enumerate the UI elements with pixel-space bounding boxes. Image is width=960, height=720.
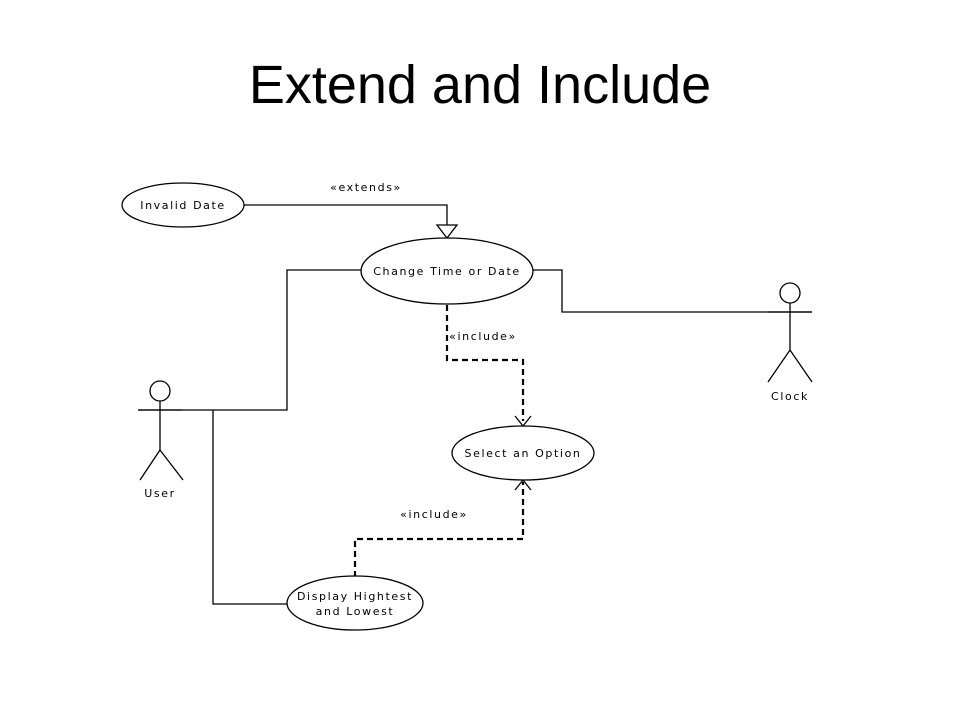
clock-actor-label: Clock — [771, 390, 809, 403]
display-label-line-2: and Lowest — [316, 605, 395, 618]
use-case-display-hightest-and-lowest — [286, 575, 424, 631]
extends-label: «extends» — [330, 181, 402, 194]
extends-relationship — [244, 204, 459, 240]
include-label-upper: «include» — [449, 330, 517, 343]
include-relationship-upper — [445, 305, 532, 428]
change-time-or-date-label: Change Time or Date — [373, 265, 520, 278]
user-actor-label: User — [144, 487, 175, 500]
invalid-date-label: Invalid Date — [140, 199, 226, 212]
include-relationship-lower — [353, 478, 532, 587]
use-case-change-time-or-date — [360, 237, 534, 305]
use-case-select-an-option — [451, 425, 595, 481]
clock-actor-figure — [767, 282, 813, 383]
include-label-lower: «include» — [400, 508, 468, 521]
user-actor-figure — [138, 380, 184, 481]
slide-title: Extend and Include — [248, 55, 712, 115]
user-change-association — [138, 269, 363, 411]
clock-change-association — [531, 269, 812, 313]
user-display-association — [212, 410, 289, 605]
use-case-invalid-date — [121, 182, 245, 228]
select-an-option-label: Select an Option — [465, 447, 582, 460]
display-label-line-1: Display Hightest — [297, 590, 413, 603]
